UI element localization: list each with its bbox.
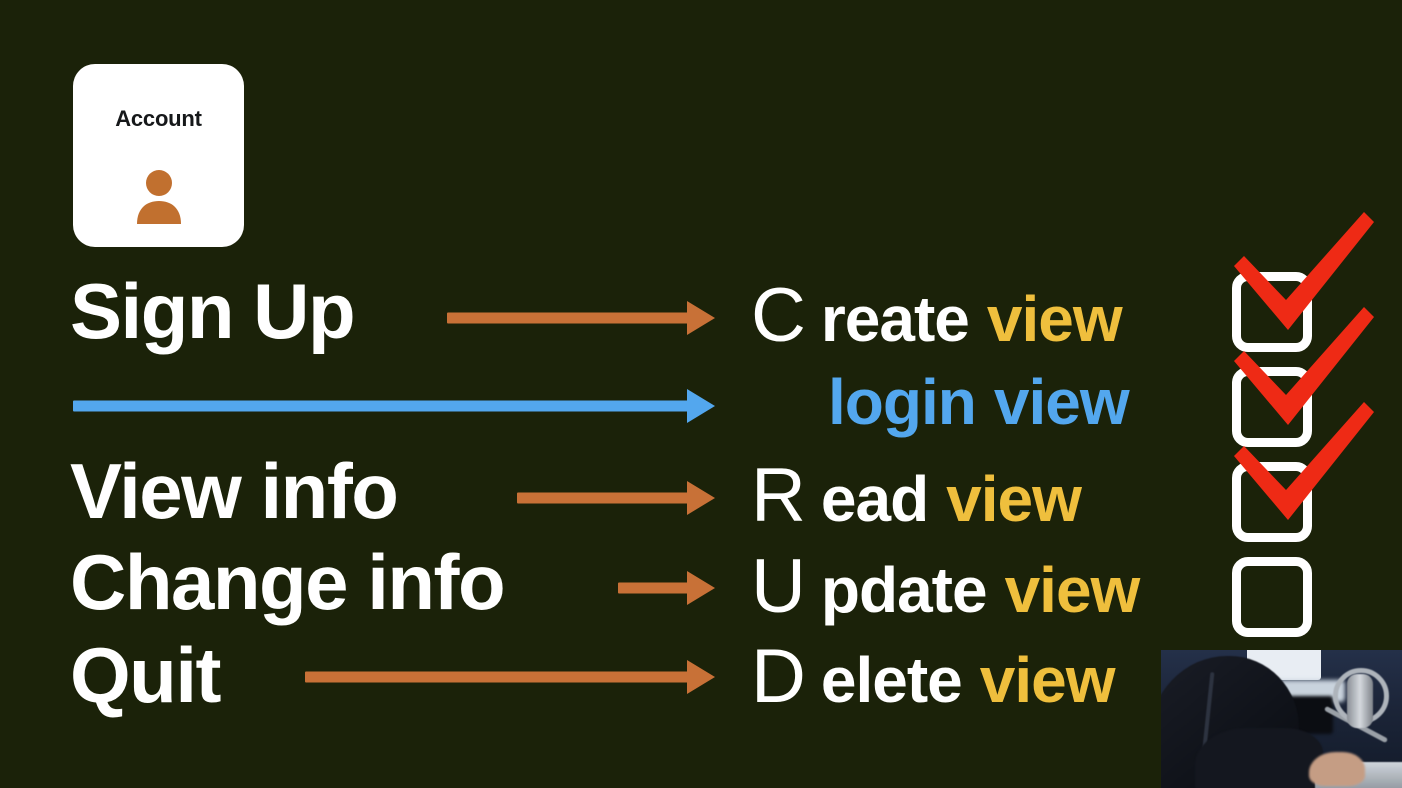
left-label-signup: Sign Up (70, 267, 356, 355)
checkbox-update[interactable] (1232, 557, 1312, 637)
arrow-changeinfo (618, 571, 715, 605)
account-card[interactable]: Account (73, 64, 244, 247)
person-icon (136, 170, 181, 224)
crud-letter-r: R (751, 453, 806, 538)
webcam-hand (1309, 752, 1365, 786)
arrow-head (687, 389, 715, 423)
arrow-shaft (447, 312, 691, 324)
checkbox-read[interactable] (1232, 462, 1312, 542)
arrow-shaft (618, 582, 691, 594)
view-label-update: view (1004, 554, 1141, 626)
crud-word-update: pdate (820, 554, 988, 626)
view-label-login: view (993, 366, 1130, 438)
crud-letter-d: D (751, 634, 806, 719)
crud-letter-u: U (751, 544, 806, 629)
crud-word-create: reate (820, 283, 970, 355)
arrow-login (73, 389, 715, 423)
left-label-changeinfo: Change info (70, 538, 506, 626)
view-label-delete: view (979, 644, 1116, 716)
webcam-overlay (1161, 650, 1402, 788)
arrow-head (687, 571, 715, 605)
crud-letter-c: C (751, 273, 806, 358)
login-word: login (828, 366, 977, 438)
arrow-head (687, 660, 715, 694)
arrow-shaft (517, 492, 691, 504)
checkbox-create[interactable] (1232, 272, 1312, 352)
arrow-quit (305, 660, 715, 694)
arrow-shaft (305, 671, 691, 683)
view-label-read: view (946, 463, 1082, 535)
left-label-quit: Quit (70, 631, 221, 719)
arrow-shaft (73, 400, 691, 412)
webcam-microphone (1347, 674, 1373, 728)
arrow-head (687, 481, 715, 515)
left-label-viewinfo: View info (70, 447, 399, 535)
webcam-person-arm (1195, 728, 1323, 788)
view-label-create: view (986, 283, 1123, 355)
crud-word-delete: elete (820, 644, 963, 716)
account-card-title: Account (115, 106, 202, 131)
arrow-viewinfo (517, 481, 715, 515)
arrow-signup (447, 301, 715, 335)
crud-word-read: ead (820, 463, 929, 535)
arrow-head (687, 301, 715, 335)
checkbox-login[interactable] (1232, 367, 1312, 447)
